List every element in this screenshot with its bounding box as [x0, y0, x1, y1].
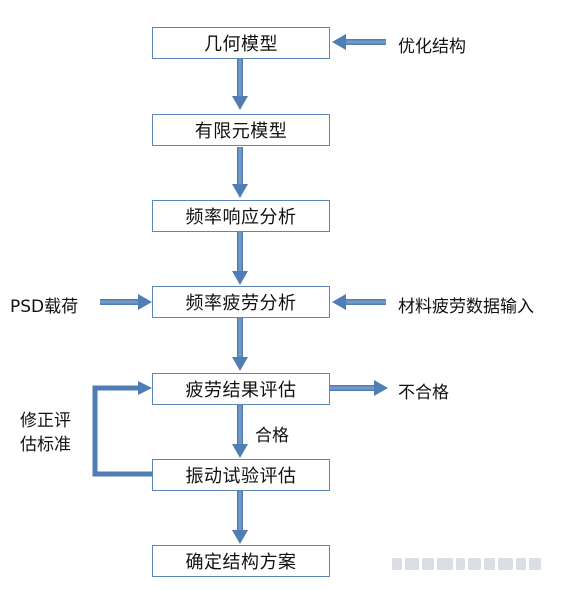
node-fatigue-evaluation: 疲劳结果评估 [152, 373, 330, 405]
node-vibration-test: 振动试验评估 [152, 459, 330, 491]
label-unqualified: 不合格 [398, 383, 449, 403]
arrow-response-to-fatigue [232, 232, 248, 285]
node-geometric-model: 几何模型 [152, 27, 330, 59]
label-revise-criteria-line1: 修正评 [20, 411, 71, 431]
node-final-design: 确定结构方案 [152, 545, 330, 577]
node-frequency-response: 频率响应分析 [152, 200, 330, 232]
label-optimize-structure: 优化结构 [398, 37, 466, 57]
arrow-fe-to-response [232, 147, 248, 198]
arrow-psd-to-fatigue [100, 294, 152, 310]
arrow-evaluation-to-unqualified [330, 380, 388, 396]
arrow-material-to-fatigue [332, 294, 386, 310]
node-fe-model: 有限元模型 [152, 114, 330, 146]
arrow-vibration-to-final [232, 491, 248, 544]
label-revise-criteria-line2: 估标准 [20, 435, 71, 455]
watermark [392, 553, 550, 575]
node-frequency-fatigue: 频率疲劳分析 [152, 286, 330, 318]
label-psd-load: PSD载荷 [10, 297, 79, 317]
label-qualified: 合格 [255, 426, 289, 446]
arrow-geometric-to-fe [232, 59, 248, 110]
feedback-loop-revise [92, 381, 152, 477]
arrow-fatigue-to-evaluation [232, 318, 248, 371]
arrow-evaluation-to-vibration [232, 405, 248, 458]
arrow-optimize-to-geometric [332, 34, 386, 50]
label-material-data-input: 材料疲劳数据输入 [398, 297, 534, 317]
